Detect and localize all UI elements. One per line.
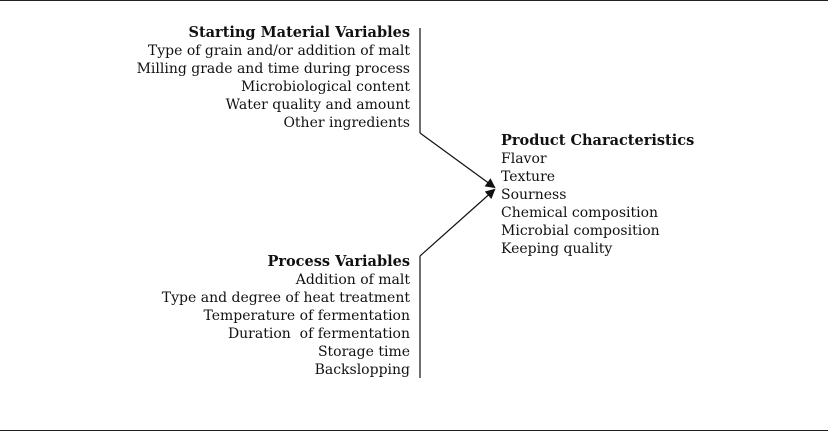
process-variables-block: Process Variables Addition of malt Type … bbox=[90, 253, 410, 379]
product-characteristics-heading: Product Characteristics bbox=[501, 132, 695, 149]
process-variable-item: Type and degree of heat treatment bbox=[161, 290, 410, 306]
product-characteristics-block: Product Characteristics Flavor Texture S… bbox=[501, 132, 801, 258]
starting-material-item: Type of grain and/or addition of malt bbox=[147, 43, 410, 59]
process-variable-item: Addition of malt bbox=[295, 272, 410, 288]
process-variable-item: Storage time bbox=[317, 344, 410, 360]
process-arrow-line bbox=[419, 188, 496, 257]
starting-material-item: Microbiological content bbox=[241, 79, 410, 95]
product-characteristic-item: Keeping quality bbox=[501, 241, 613, 257]
starting-material-item: Other ingredients bbox=[283, 115, 410, 131]
process-variables-heading: Process Variables bbox=[267, 253, 410, 270]
bottom-rule bbox=[0, 430, 828, 431]
starting-material-block: Starting Material Variables Type of grai… bbox=[90, 24, 410, 132]
starting-material-item: Water quality and amount bbox=[225, 97, 410, 113]
starting-material-item: Milling grade and time during process bbox=[136, 61, 410, 77]
process-variable-item: Backslopping bbox=[314, 362, 410, 378]
product-characteristic-item: Microbial composition bbox=[501, 223, 660, 239]
starting-arrow-line bbox=[419, 132, 496, 189]
product-characteristic-item: Chemical composition bbox=[501, 205, 659, 221]
top-rule bbox=[0, 0, 828, 1]
starting-material-heading: Starting Material Variables bbox=[188, 24, 410, 41]
product-characteristic-item: Flavor bbox=[501, 151, 547, 167]
process-variable-item: Duration of fermentation bbox=[227, 326, 410, 342]
product-characteristic-item: Sourness bbox=[501, 187, 567, 203]
process-variable-item: Temperature of fermentation bbox=[203, 308, 411, 324]
product-characteristic-item: Texture bbox=[501, 169, 556, 185]
